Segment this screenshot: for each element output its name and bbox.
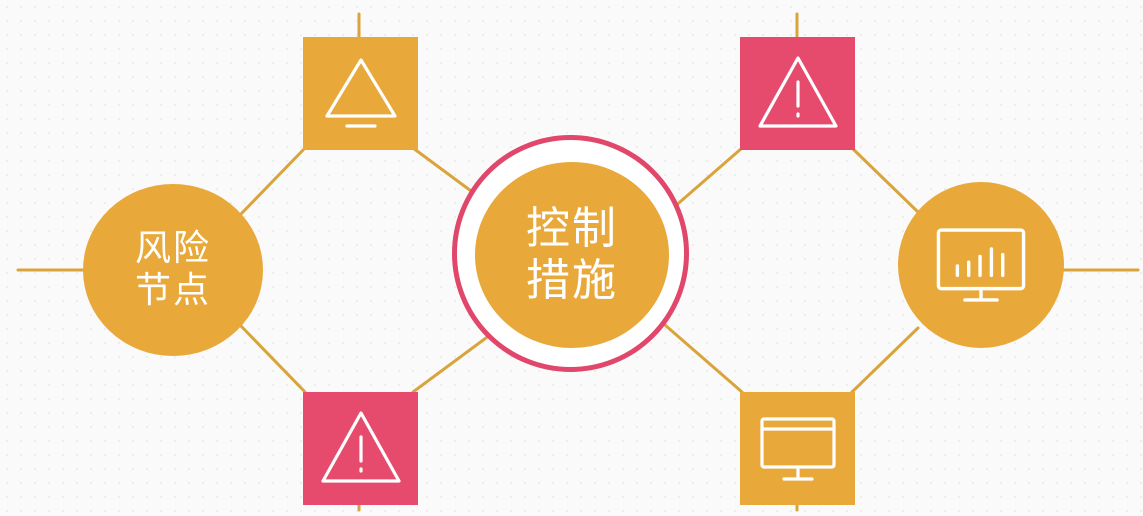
warning-icon (757, 55, 838, 128)
connector-risk-to-top-left (238, 146, 307, 217)
connector-top-right-to-monitor (850, 146, 920, 214)
node-control-line1: 控制 (526, 203, 618, 255)
node-risk-label: 风险 节点 (135, 228, 211, 313)
tile-top-left (303, 37, 418, 150)
node-monitor (898, 182, 1064, 348)
warning-icon (320, 410, 401, 483)
tile-bottom-left (303, 392, 418, 505)
node-control-label: 控制 措施 (526, 203, 618, 307)
connector-control-to-bottom-right (663, 323, 744, 394)
node-control-line2: 措施 (526, 255, 618, 306)
connector-risk-to-bottom-left (238, 323, 307, 394)
bar-chart-monitor-icon (936, 228, 1026, 302)
node-control: 控制 措施 (475, 162, 669, 348)
tile-bottom-right (740, 392, 855, 505)
desktop-monitor-icon (759, 416, 836, 481)
node-risk-line1: 风险 (134, 227, 211, 269)
tile-top-right (740, 37, 855, 150)
connector-bottom-right-to-monitor (850, 326, 920, 394)
connector-bottom-left-to-control (411, 333, 492, 394)
triangle-lamp-icon (324, 57, 397, 128)
node-risk-line2: 节点 (134, 270, 211, 311)
node-risk: 风险 节点 (83, 184, 263, 356)
